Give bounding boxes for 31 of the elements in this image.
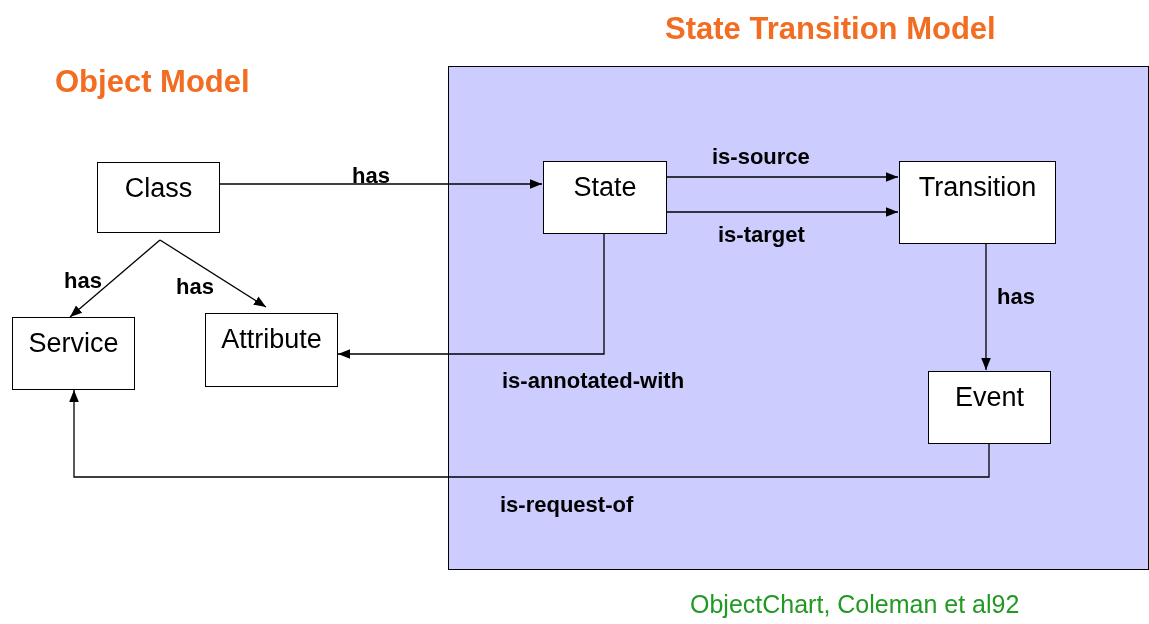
class-box bbox=[12, 317, 135, 390]
edge-label: is-request-of bbox=[500, 492, 634, 518]
arrow bbox=[159, 239, 267, 308]
class-box bbox=[205, 313, 338, 387]
class-box bbox=[899, 161, 1056, 244]
arrow bbox=[665, 172, 899, 182]
edge-label: has bbox=[997, 284, 1035, 310]
edge-label: is-target bbox=[718, 222, 805, 248]
edge-label: is-annotated-with bbox=[502, 368, 685, 394]
caption: ObjectChart, Coleman et al92 bbox=[690, 590, 1020, 619]
node-label: State bbox=[573, 172, 637, 203]
arrow bbox=[665, 207, 899, 217]
node-label: Transition bbox=[918, 172, 1037, 203]
edge-label: is-source bbox=[712, 144, 810, 170]
arrow bbox=[981, 242, 991, 371]
class-box bbox=[97, 162, 220, 233]
arrow bbox=[69, 239, 161, 318]
arrow bbox=[337, 232, 605, 359]
arrow bbox=[219, 179, 543, 189]
node-label: Event bbox=[954, 382, 1024, 413]
node-label: Class bbox=[124, 173, 193, 204]
edge-label: has bbox=[64, 268, 102, 294]
node-label: Attribute bbox=[221, 324, 322, 355]
node-label: Service bbox=[28, 328, 119, 359]
class-box bbox=[543, 161, 667, 234]
edge-label: has bbox=[352, 163, 390, 189]
section-heading: Object Model bbox=[55, 64, 250, 100]
panel-heading: State Transition Model bbox=[665, 11, 996, 47]
edge-label: has bbox=[176, 274, 214, 300]
class-box bbox=[928, 371, 1051, 444]
arrow bbox=[69, 389, 990, 478]
